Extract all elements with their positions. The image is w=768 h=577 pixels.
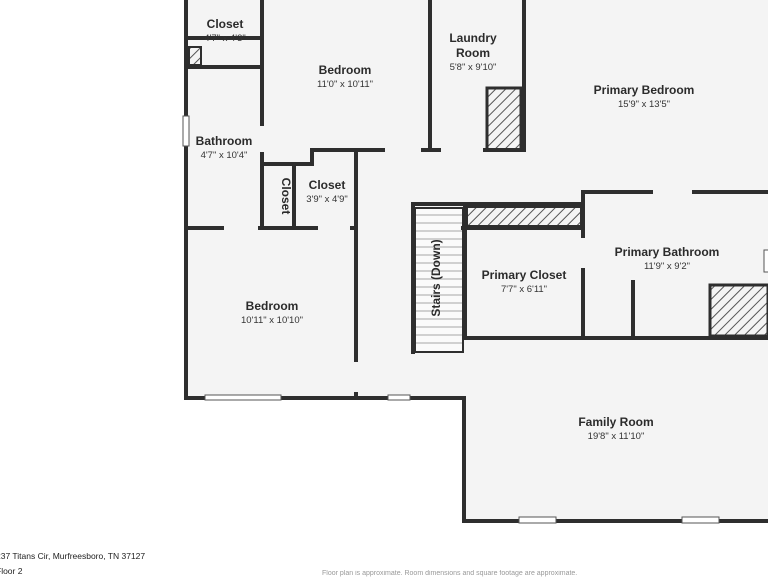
room-primary-bedroom-dims: 15'9" x 13'5" <box>618 99 670 110</box>
room-primary-bathroom-dims: 11'9" x 9'2" <box>644 261 690 272</box>
room-closet-1-dims: 4'7" x 4'3" <box>204 33 246 44</box>
room-bedroom-2-name: Bedroom <box>246 299 299 313</box>
room-family-room-dims: 19'8" x 11'10" <box>588 431 645 442</box>
room-primary-closet-name: Primary Closet <box>482 268 567 282</box>
stairs-label: Stairs (Down) <box>429 239 443 316</box>
room-bedroom-1-name: Bedroom <box>319 63 372 77</box>
stairs <box>414 207 464 353</box>
room-labels: Closet 4'7" x 4'3" Bedroom 11'0" x 10'11… <box>196 17 720 442</box>
room-closet-1-name: Closet <box>207 17 244 31</box>
room-primary-bathroom-name: Primary Bathroom <box>615 245 720 259</box>
room-primary-closet-dims: 7'7" x 6'11" <box>501 284 547 295</box>
chimney-hatch <box>188 46 768 338</box>
room-closet-3-name: Closet <box>309 178 346 192</box>
address-text: 237 Titans Cir, Murfreesboro, TN 37127 <box>0 551 146 561</box>
room-laundry-name-line2: Room <box>456 46 490 60</box>
windows <box>182 115 768 524</box>
room-primary-bedroom-name: Primary Bedroom <box>594 83 695 97</box>
room-closet-2-name: Closet <box>279 178 293 215</box>
room-laundry-dims: 5'8" x 9'10" <box>450 62 497 73</box>
room-bathroom-name: Bathroom <box>196 134 253 148</box>
disclaimer-text: Floor plan is approximate. Room dimensio… <box>322 570 578 577</box>
room-bathroom-dims: 4'7" x 10'4" <box>201 150 248 161</box>
floor-label: Floor 2 <box>0 566 23 576</box>
room-bedroom-1-dims: 11'0" x 10'11" <box>317 79 373 90</box>
openings <box>224 126 692 392</box>
room-laundry-name: Laundry <box>449 31 497 45</box>
floor-area <box>186 0 768 521</box>
room-family-room-name: Family Room <box>578 415 653 429</box>
room-closet-3-dims: 3'9" x 4'9" <box>306 194 348 205</box>
room-bedroom-2-dims: 10'11" x 10'10" <box>241 315 303 326</box>
